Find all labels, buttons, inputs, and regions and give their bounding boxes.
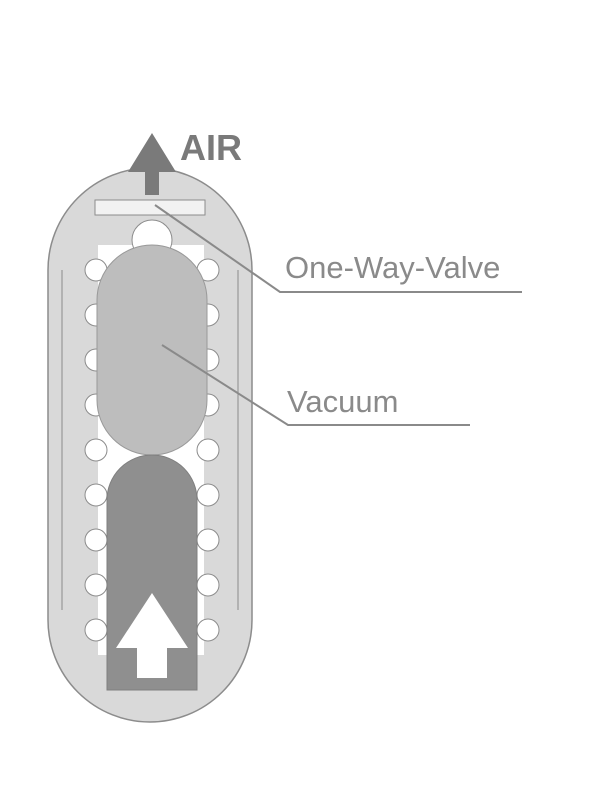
scallop [196,438,220,462]
vacuum-leader-line [161,344,470,426]
valve-label: One-Way-Valve [285,250,500,285]
air-label: AIR [180,127,242,168]
vacuum-label: Vacuum [287,384,398,419]
scallop [196,483,220,507]
scallop [196,618,220,642]
scallop [84,573,108,597]
air-arrow-icon [128,133,176,195]
insert-arrow-icon [116,593,188,678]
scallop [84,483,108,507]
valve-leader-line [154,204,522,293]
scallop [196,573,220,597]
scallop [84,438,108,462]
valve-cap [94,199,206,216]
scallop [196,528,220,552]
vacuum-region [96,244,208,456]
scallop [84,618,108,642]
scallop [84,528,108,552]
cavity-scallops [84,258,220,642]
